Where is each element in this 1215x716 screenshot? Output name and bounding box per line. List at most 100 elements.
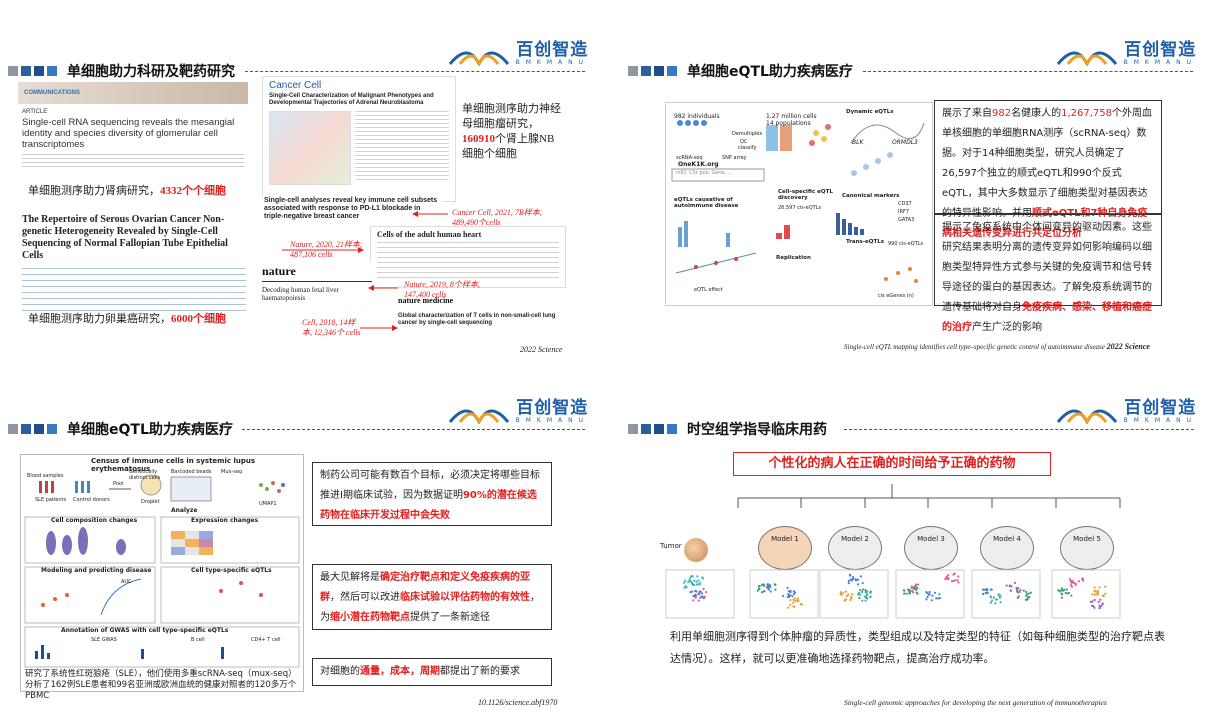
box-highlight: 临床试验以评估药物的有效性 <box>400 592 530 603</box>
header-squares-icon <box>628 424 677 434</box>
findings-text: 揭示了免疫系统中个体间变异的驱动因素。这些研究结果表明分离的遗传变异如何影响编码… <box>942 222 1152 313</box>
wheat-logo-icon <box>448 51 509 66</box>
model-label: Model 5 <box>1073 535 1101 543</box>
slide-title: 单细胞助力科研及靶药研究 <box>67 64 235 80</box>
annotation-nature-2020: Nature, 2020, 21样本, 487,106 cells <box>290 240 362 259</box>
sle-figure: Census of immune cells in systemic lupus… <box>20 454 304 701</box>
journal-name: Cancer Cell <box>269 80 322 91</box>
slide-title: 单细胞eQTL助力疾病医疗 <box>67 422 233 438</box>
logo-subtext: BMKMANU <box>515 58 589 66</box>
slide-title: 时空组学指导临床用药 <box>687 422 827 438</box>
fig-heading: Dynamic eQTLs <box>846 109 894 115</box>
box-text: 提供了一条新途径 <box>410 612 490 623</box>
cluster-plot <box>665 569 735 619</box>
journal-name: nature <box>262 264 296 278</box>
paper-body <box>269 111 449 185</box>
author-lines <box>22 154 244 168</box>
slide-header: 单细胞助力科研及靶药研究 <box>0 62 235 80</box>
author-lines <box>22 268 246 314</box>
cluster-plot <box>819 569 889 619</box>
database-search-input[interactable]: rsID, Chr pos, Gene, ... <box>676 170 733 176</box>
logo-text: 百创智造 <box>516 397 589 418</box>
model-4: Model 4 <box>980 526 1034 570</box>
cluster-plot <box>895 569 965 619</box>
paper-tnbc: Single-cell analyses reveal key immune c… <box>262 196 442 230</box>
box-highlight: 确定治疗靶点和定义免疫疾病的亚群 <box>320 572 530 603</box>
fig-label: Control donors <box>73 497 110 503</box>
paper-title: Decoding human fetal liver haematopoiesi… <box>262 286 339 302</box>
paper-title: Global characterization of T cells in no… <box>398 313 556 326</box>
fig-label: QC <box>740 139 748 145</box>
box-text: 最大见解将是 <box>320 572 380 583</box>
fig-heading: Cell-specific eQTL discovery <box>778 189 833 201</box>
slide-header: 单细胞eQTL助力疾病医疗 <box>608 62 853 80</box>
header-squares-icon <box>8 424 57 434</box>
fig-label: UMAP1 <box>259 501 277 507</box>
header-divider <box>245 71 585 72</box>
summary-highlight: 1,267,758 <box>1061 108 1112 119</box>
requirement-box: 对细胞的通量，成本，周期都提出了新的要求 <box>312 658 552 686</box>
paper-kidney: COMMUNICATIONS ARTICLE Single-cell RNA s… <box>18 82 248 180</box>
tumor-icon <box>684 538 708 562</box>
summary-highlight: 982 <box>992 108 1012 119</box>
box-text: ，然后可以改进 <box>330 592 400 603</box>
slide-caption: 10.1126/science.abf1970 <box>478 698 558 707</box>
box-text: ，为 <box>320 592 540 623</box>
ovarian-note: 单细胞测序助力卵巢癌研究，6000个细胞 <box>28 312 226 327</box>
abstract-lines <box>355 111 449 183</box>
note-text: 单细胞测序助力卵巢癌研究， <box>28 313 171 325</box>
fig-label: Blood samples <box>27 473 64 479</box>
header-divider <box>844 429 1194 430</box>
paper-fetal-liver: nature Decoding human fetal liver haemat… <box>262 262 372 306</box>
findings-text: 产生广泛的影响 <box>972 322 1042 333</box>
abstract-lines <box>377 242 559 280</box>
neuroblastoma-note: 单细胞测序助力神经母细胞瘤研究，160910个肾上腺NB细胞个细胞 <box>462 102 562 162</box>
gene-label: ORMDL3 <box>892 139 918 146</box>
fig-value: 990 cis-eQTLs <box>888 241 924 247</box>
fig-label: Pool <box>113 481 124 487</box>
fig-label: Demultiplex <box>732 131 763 137</box>
wheat-logo-icon <box>1056 51 1117 66</box>
paper-title: Cells of the adult human heart <box>377 230 482 239</box>
annotation-nature-2019: Nature, 2019, 8个样本, 147,400 cells <box>404 280 480 299</box>
caption-source: 2022 Science <box>1106 342 1150 351</box>
spatial-description: 利用单细胞测序得到个体肿瘤的异质性，类型组成以及特定类型的特征（如每种细胞类型的… <box>670 630 1165 665</box>
slide-caption: 2022 Science <box>520 345 563 354</box>
wheat-logo-icon <box>1056 409 1117 424</box>
eqtl-figure-graphic <box>671 120 925 283</box>
model-2: Model 2 <box>828 526 882 570</box>
fig-title: Census of immune cells in systemic lupus… <box>91 457 255 473</box>
box-highlight: 90%的潜在候选药物在临床开发过程中会失败 <box>320 490 537 521</box>
fig-label: AUC <box>121 579 132 585</box>
fig-label: CD4+ T cell <box>251 637 281 643</box>
cluster-plot <box>971 569 1041 619</box>
fig-label: Barcoded beads <box>171 469 212 475</box>
fig-value: 26,597 cis-eQTLs <box>778 205 822 211</box>
axis-label: eQTL effect <box>694 287 723 293</box>
cluster-plot <box>1051 569 1121 619</box>
caption-text: Single-cell eQTL mapping identifies cell… <box>844 343 1105 351</box>
logo-text: 百创智造 <box>1124 39 1197 60</box>
fig-note: 研究了系统性红斑狼疮（SLE），他们使用多重scRNA-seq（mux-seq）… <box>25 669 297 701</box>
paper-ovarian: The Repertoire of Serous Ovarian Cancer … <box>18 210 250 330</box>
journal-name: COMMUNICATIONS <box>24 90 80 96</box>
model-label: Model 2 <box>841 535 869 543</box>
fig-heading: Replication <box>776 255 811 261</box>
fig-label: 982 individuals <box>674 113 720 120</box>
database-link[interactable]: OneK1K.org <box>678 161 719 168</box>
fig-label: SNP array <box>722 155 747 161</box>
summary-text: 个外周血单核细胞的单细胞RNA测序（scRNA-seq）数据。对于14种细胞类型… <box>942 108 1152 219</box>
pharma-box: 制药公司可能有数百个目标，必须决定将哪些目标推进I期临床试验，因为数据证明90%… <box>312 462 552 526</box>
gene-label: GATA3 <box>898 217 915 223</box>
slide-title: 单细胞eQTL助力疾病医疗 <box>687 64 853 80</box>
box-text: 都提出了新的要求 <box>440 666 520 677</box>
logo-subtext: BMKMANU <box>1123 416 1197 424</box>
fig-heading: Expression changes <box>191 517 259 524</box>
cluster-plots <box>665 569 1121 619</box>
note-count: 6000个细胞 <box>171 313 226 325</box>
